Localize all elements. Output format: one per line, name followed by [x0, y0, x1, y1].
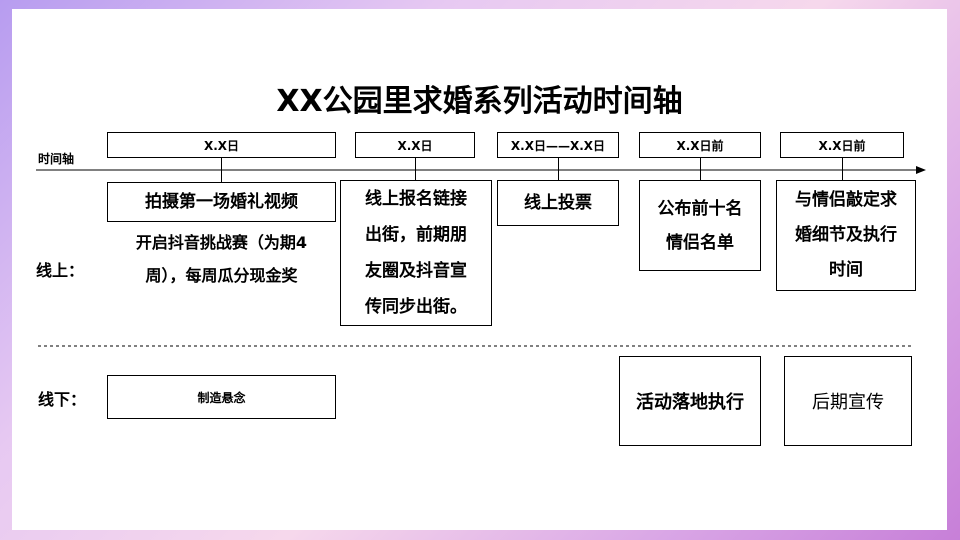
event-box-2: 线上报名链接 出街，前期朋 友圈及抖音宣 传同步出街。 — [340, 180, 492, 326]
date-box-3: X.X日——X.X日 — [497, 132, 619, 158]
date-box-5: X.X日前 — [780, 132, 904, 158]
event-1-desc-line: 开启抖音挑战赛（为期4 — [135, 233, 308, 252]
dashed-divider — [38, 345, 912, 347]
date-box-1: X.X日 — [107, 132, 336, 158]
connector — [842, 158, 843, 180]
offline-box-2: 活动落地执行 — [619, 356, 761, 446]
event-5-line: 婚细节及执行 — [795, 225, 897, 245]
connector — [558, 158, 559, 180]
event-5-line: 时间 — [829, 260, 863, 280]
arrow-head-icon — [916, 166, 926, 174]
event-2-line: 出街，前期朋 — [365, 225, 467, 245]
event-box-5: 与情侣敲定求 婚细节及执行 时间 — [776, 180, 916, 291]
event-1-description: 开启抖音挑战赛（为期4 周），每周瓜分现金奖 — [107, 228, 336, 291]
row-label-offline: 线下： — [38, 390, 87, 409]
event-box-3: 线上投票 — [497, 180, 619, 226]
date-box-2: X.X日 — [355, 132, 475, 158]
connector — [415, 158, 416, 180]
event-1-desc-line: 周），每周瓜分现金奖 — [145, 266, 298, 285]
row-label-online: 线上： — [36, 261, 85, 280]
offline-box-1: 制造悬念 — [107, 375, 336, 419]
axis-label: 时间轴 — [38, 152, 75, 166]
connector — [221, 158, 222, 182]
event-4-line: 情侣名单 — [666, 232, 734, 253]
event-box-4: 公布前十名 情侣名单 — [639, 180, 761, 271]
offline-box-3: 后期宣传 — [784, 356, 912, 446]
event-box-1: 拍摄第一场婚礼视频 — [107, 182, 336, 222]
date-box-4: X.X日前 — [639, 132, 761, 158]
timeline-axis — [36, 166, 926, 174]
connector — [700, 158, 701, 180]
event-4-line: 公布前十名 — [657, 198, 743, 219]
event-2-line: 线上报名链接 — [365, 189, 467, 209]
page-title: XX公园里求婚系列活动时间轴 — [276, 84, 683, 119]
event-2-line: 友圈及抖音宣 — [365, 261, 467, 281]
event-5-line: 与情侣敲定求 — [795, 190, 897, 210]
event-2-line: 传同步出街。 — [365, 297, 467, 317]
